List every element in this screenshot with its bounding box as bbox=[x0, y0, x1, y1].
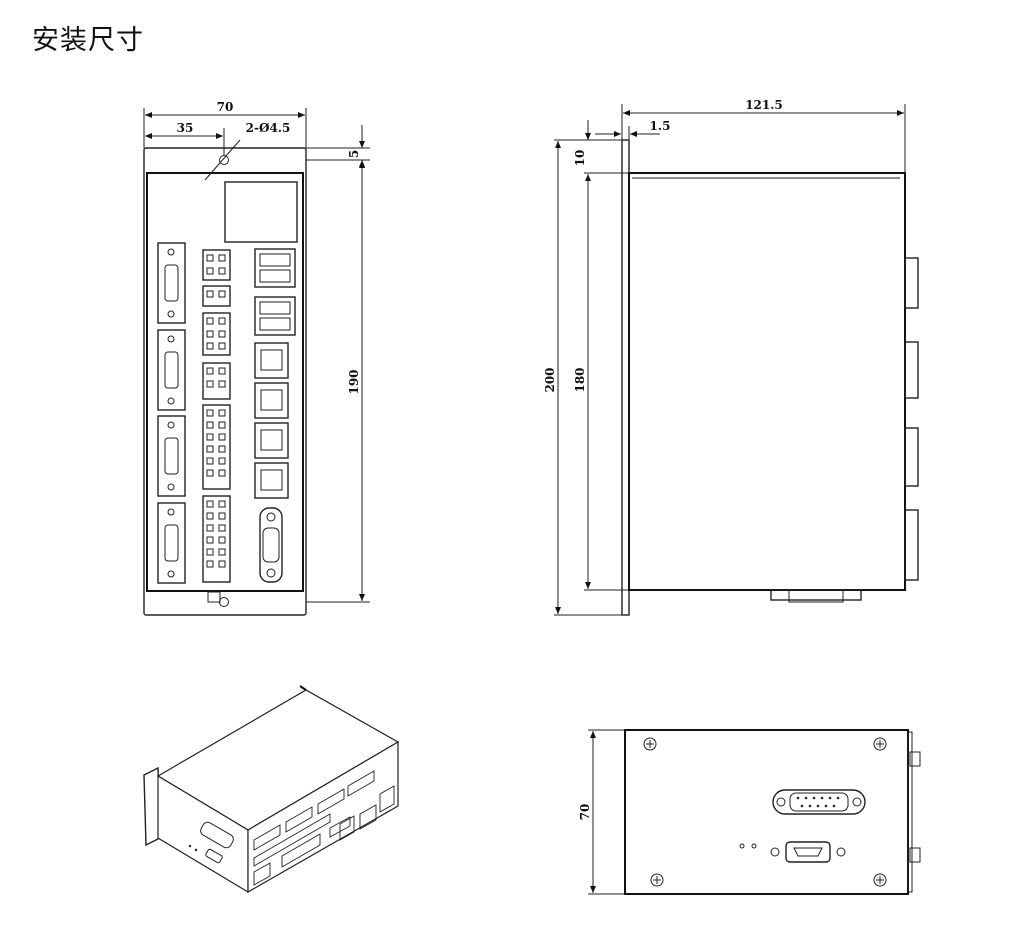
bottom-view: 70 bbox=[578, 729, 921, 895]
hdmi-port bbox=[770, 841, 846, 863]
dim-bottom-height: 70 bbox=[578, 804, 592, 821]
bottom-dimensions: 70 bbox=[578, 729, 625, 895]
screw-top-right bbox=[873, 737, 887, 751]
screw-top-left bbox=[643, 737, 657, 751]
dim-top-offset: 5 bbox=[347, 150, 361, 158]
bottom-mounting-hole bbox=[219, 597, 229, 607]
side-connectors bbox=[770, 257, 919, 603]
dim-hole-spacing: 190 bbox=[347, 369, 361, 394]
ethernet-ports bbox=[254, 342, 289, 499]
db15-connector bbox=[772, 789, 866, 815]
side-view: 121.5 1.5 10 200 180 bbox=[543, 98, 919, 616]
terminal-blocks bbox=[202, 249, 231, 583]
dim-top-gap: 10 bbox=[573, 150, 587, 167]
page-title: 安装尺寸 bbox=[32, 25, 144, 56]
side-flange bbox=[621, 139, 630, 616]
front-dimensions: 70 35 2-Ø4.5 5 190 bbox=[143, 100, 370, 603]
db-connector-column bbox=[157, 242, 186, 584]
vga-port bbox=[259, 507, 283, 583]
isometric-view bbox=[143, 685, 400, 894]
dim-depth: 121.5 bbox=[745, 98, 783, 112]
usb-ports bbox=[254, 248, 296, 336]
front-housing bbox=[146, 172, 304, 592]
front-view: 70 35 2-Ø4.5 5 190 bbox=[143, 100, 370, 616]
dim-total-height: 200 bbox=[543, 367, 557, 392]
dim-half-width: 35 bbox=[177, 121, 194, 135]
top-mounting-hole bbox=[219, 155, 229, 165]
dim-width: 70 bbox=[217, 100, 234, 114]
bottom-housing bbox=[624, 729, 909, 895]
screw-bottom-right bbox=[873, 873, 887, 887]
side-dimensions: 121.5 1.5 10 200 180 bbox=[543, 98, 906, 616]
dim-body-height: 180 bbox=[573, 367, 587, 392]
display-window bbox=[224, 181, 298, 243]
side-housing bbox=[628, 172, 906, 591]
dim-hole-diameter: 2-Ø4.5 bbox=[246, 121, 291, 135]
screw-bottom-left bbox=[650, 873, 664, 887]
dim-flange-thickness: 1.5 bbox=[650, 119, 671, 133]
front-mounting-plate bbox=[143, 147, 307, 616]
